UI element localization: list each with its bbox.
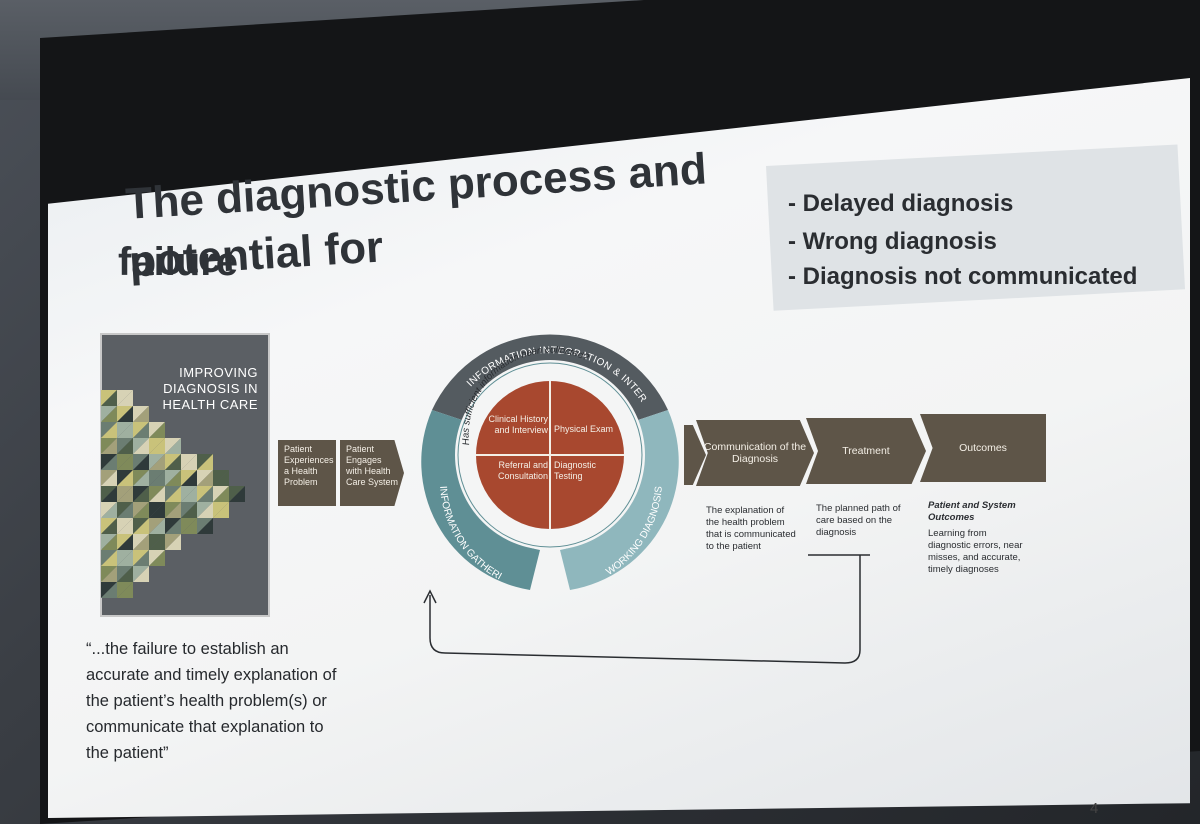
feedback-loop-arrow (423, 554, 870, 664)
book-pattern-triangle (133, 534, 149, 550)
book-pattern-triangle (101, 406, 117, 422)
book-pattern-triangle (117, 534, 133, 550)
book-pattern-triangle (101, 502, 117, 518)
book-pattern-triangle (133, 550, 149, 566)
book-pattern-triangle (165, 502, 181, 518)
arc-info-gathering (421, 410, 540, 590)
book-pattern-triangle (181, 454, 197, 470)
arc-working-diagnosis (560, 410, 679, 590)
failure-item: - Delayed diagnosis (788, 190, 1014, 217)
book-pattern-triangle (149, 470, 165, 486)
book-pattern-triangle (149, 550, 165, 566)
book-pattern-triangle (165, 438, 181, 454)
book-pattern-triangle (181, 518, 197, 534)
book-pattern-triangle (149, 486, 165, 502)
book-pattern-triangle (181, 470, 197, 486)
book-pattern-triangle (213, 486, 229, 502)
book-pattern-triangle (165, 534, 181, 550)
book-pattern-triangle (101, 390, 117, 406)
stage-outcomes: Outcomes (920, 414, 1046, 482)
book-pattern-triangle (101, 566, 117, 582)
book-title: IMPROVING DIAGNOSIS IN HEALTH CARE (162, 365, 258, 412)
book-pattern-triangle (197, 454, 213, 470)
book-pattern-triangle (101, 422, 117, 438)
stage-communication: Communication of the Diagnosis (696, 420, 814, 486)
book-pattern-triangle (133, 438, 149, 454)
book-pattern-triangle (197, 502, 213, 518)
book-pattern-triangle (181, 502, 197, 518)
step-patient-experiences: Patient Experiences a Health Problem (278, 440, 336, 506)
quadrant-referral: Referral and Consultation (497, 460, 548, 481)
book-pattern-triangle (117, 470, 133, 486)
book-pattern-triangle (149, 518, 165, 534)
book-pattern-triangle (101, 550, 117, 566)
stage-treatment-description: The planned path of care based on the di… (816, 503, 901, 538)
book-pattern-triangle (149, 422, 165, 438)
book-pattern-triangle (101, 438, 117, 454)
stage-outcomes-description: Learning from diagnostic errors, near mi… (928, 528, 1023, 575)
book-pattern-triangle (101, 534, 117, 550)
book-pattern-triangle (117, 454, 133, 470)
book-pattern-triangle (133, 422, 149, 438)
book-pattern-triangle (101, 470, 117, 486)
book-pattern-triangle (117, 406, 133, 422)
book-pattern-triangle (117, 422, 133, 438)
book-pattern-triangle (197, 486, 213, 502)
arc-info-integration (432, 334, 668, 422)
stage-outcomes-heading: Patient and System Outcomes (928, 500, 1016, 523)
book-pattern-triangle (165, 454, 181, 470)
book-pattern-triangle (149, 502, 165, 518)
book-pattern-triangle (197, 470, 213, 486)
book-pattern-triangle (149, 454, 165, 470)
page-number: 4 (1090, 800, 1099, 817)
slide-title-line2: failure (118, 240, 239, 284)
book-pattern-triangle (101, 582, 117, 598)
book-pattern-triangle (133, 470, 149, 486)
book-pattern-triangle (149, 438, 165, 454)
book-pattern-triangle (181, 486, 197, 502)
book-pattern-triangle (133, 486, 149, 502)
book-pattern-triangle (101, 454, 117, 470)
book-pattern-triangle (117, 550, 133, 566)
book-pattern-triangle (229, 486, 245, 502)
book-pattern-triangle (133, 406, 149, 422)
book-pattern-triangle (165, 470, 181, 486)
failure-item: - Wrong diagnosis (788, 228, 997, 255)
book-pattern-triangle (133, 518, 149, 534)
book-pattern-triangle (117, 502, 133, 518)
book-pattern-triangle (213, 502, 229, 518)
book-pattern-triangle (101, 486, 117, 502)
definition-quote: “...the failure to establish an accurate… (86, 640, 337, 762)
quadrant-physical-exam: Physical Exam (554, 424, 614, 434)
book-pattern-triangle (117, 390, 133, 406)
book-pattern-triangle (117, 566, 133, 582)
book-pattern-triangle (133, 566, 149, 582)
failure-item: - Diagnosis not communicated (788, 263, 1138, 290)
quadrant-clinical-history: Clinical History and Interview (488, 414, 548, 435)
book-pattern-triangle (133, 454, 149, 470)
book-pattern-triangle (197, 518, 213, 534)
book-pattern-triangle (117, 518, 133, 534)
stage-treatment: Treatment (806, 418, 926, 484)
book-pattern-triangle (117, 486, 133, 502)
book-pattern-triangle (213, 470, 229, 486)
step-patient-engages: Patient Engages with Health Care System (340, 440, 404, 506)
book-pattern-triangle (101, 518, 117, 534)
book-pattern-triangle (165, 486, 181, 502)
book-pattern-triangle (133, 502, 149, 518)
stage-communication-description: The explanation of the health problem th… (706, 505, 796, 552)
book-pattern-triangle (117, 438, 133, 454)
book-pattern-triangle (165, 518, 181, 534)
quadrant-diagnostic-testing: Diagnostic Testing (554, 460, 597, 481)
diagnostic-cycle-diagram: INFORMATION INTEGRATION & INTERPRETATION… (400, 290, 679, 590)
book-pattern-triangle (117, 582, 133, 598)
book-triangle-pattern (101, 390, 245, 598)
book-pattern-triangle (149, 534, 165, 550)
